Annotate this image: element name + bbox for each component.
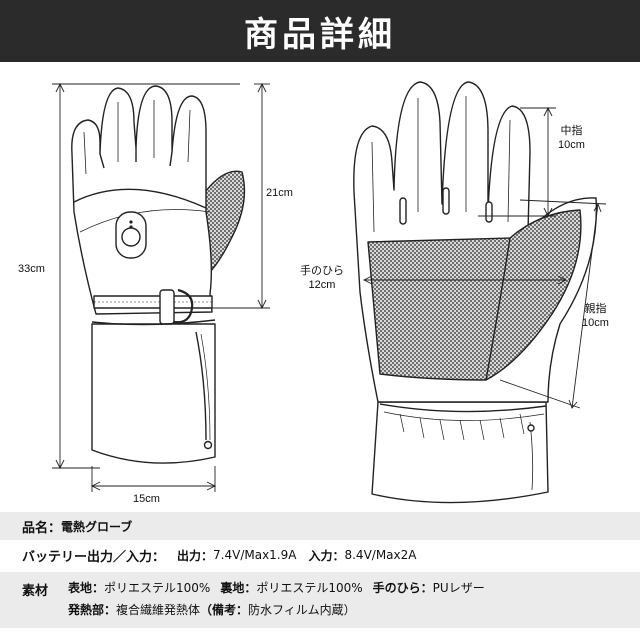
palm-material-label: 手のひら： — [372, 581, 433, 595]
glove-diagram: 33cm 21cm 15cm 中指 10cm 手のひら 12cm 親指 10cm — [0, 62, 640, 510]
dim-hand-length: 21cm — [266, 187, 293, 199]
palm-glove-dimensions — [362, 106, 607, 409]
glove-drawing — [52, 81, 607, 504]
dim-thumb: 親指 10cm — [582, 302, 609, 330]
name-value: 電熱グローブ — [61, 519, 133, 534]
palm-glove — [353, 81, 598, 504]
page-title: 商品詳細 — [244, 14, 396, 55]
dim-palm-value: 12cm — [308, 279, 336, 291]
spec-row-name: 品名 ： 電熱グローブ — [0, 512, 640, 540]
spec-row-material: 素材 表地：ポリエステル100%裏地：ポリエステル100%手のひら：PUレザー … — [0, 572, 640, 628]
outer-value: ポリエステル100% — [104, 581, 211, 595]
dim-palm-label: 手のひら — [300, 265, 344, 277]
header-banner: 商品詳細 — [0, 0, 640, 62]
outer-label: 表地： — [68, 581, 105, 595]
palm-mesh-patch — [367, 209, 582, 381]
material-line-2: 発熱部：複合繊維発熱体（備考：防水フィルム内蔵） — [68, 602, 485, 618]
heating-label: 発熱部： — [68, 603, 117, 617]
note-label: （備考： — [200, 603, 249, 617]
dim-thumb-value: 10cm — [582, 317, 609, 329]
dim-palm: 手のひら 12cm — [300, 264, 344, 292]
palm-glove-cuff — [371, 401, 549, 504]
material-line-1: 表地：ポリエステル100%裏地：ポリエステル100%手のひら：PUレザー — [68, 580, 485, 596]
battery-label: バッテリー出力／入力： — [22, 549, 166, 565]
note-value: 防水フィルム内蔵） — [248, 603, 356, 617]
back-glove — [71, 85, 246, 464]
output-label: 出力： — [177, 548, 214, 563]
lining-value: ポリエステル100% — [256, 581, 363, 595]
dim-thumb-label: 親指 — [584, 303, 607, 315]
back-glove-hand — [71, 85, 213, 315]
palm-material-value: PUレザー — [432, 581, 485, 595]
spec-row-battery: バッテリー出力／入力： 出力： 7.4V/Max1.9A 入力： 8.4V/Ma… — [0, 540, 640, 570]
material-label: 素材 — [22, 584, 49, 599]
output-value: 7.4V/Max1.9A — [213, 548, 297, 562]
name-label: 品名 — [22, 520, 49, 536]
name-colon: ： — [48, 520, 62, 536]
dim-middle-finger: 中指 10cm — [558, 124, 585, 152]
input-value: 8.4V/Max2A — [344, 548, 417, 562]
dim-middle-finger-label: 中指 — [560, 125, 583, 137]
lining-label: 裏地： — [220, 581, 257, 595]
back-glove-thumb — [204, 170, 246, 275]
dim-total-length: 33cm — [18, 263, 45, 275]
dim-width: 15cm — [133, 493, 160, 505]
heating-value: 複合繊維発熱体 — [116, 603, 201, 617]
dim-middle-finger-value: 10cm — [558, 139, 585, 151]
input-label: 入力： — [308, 548, 345, 563]
back-glove-dimensions — [52, 82, 270, 492]
back-glove-cuff — [91, 323, 216, 464]
